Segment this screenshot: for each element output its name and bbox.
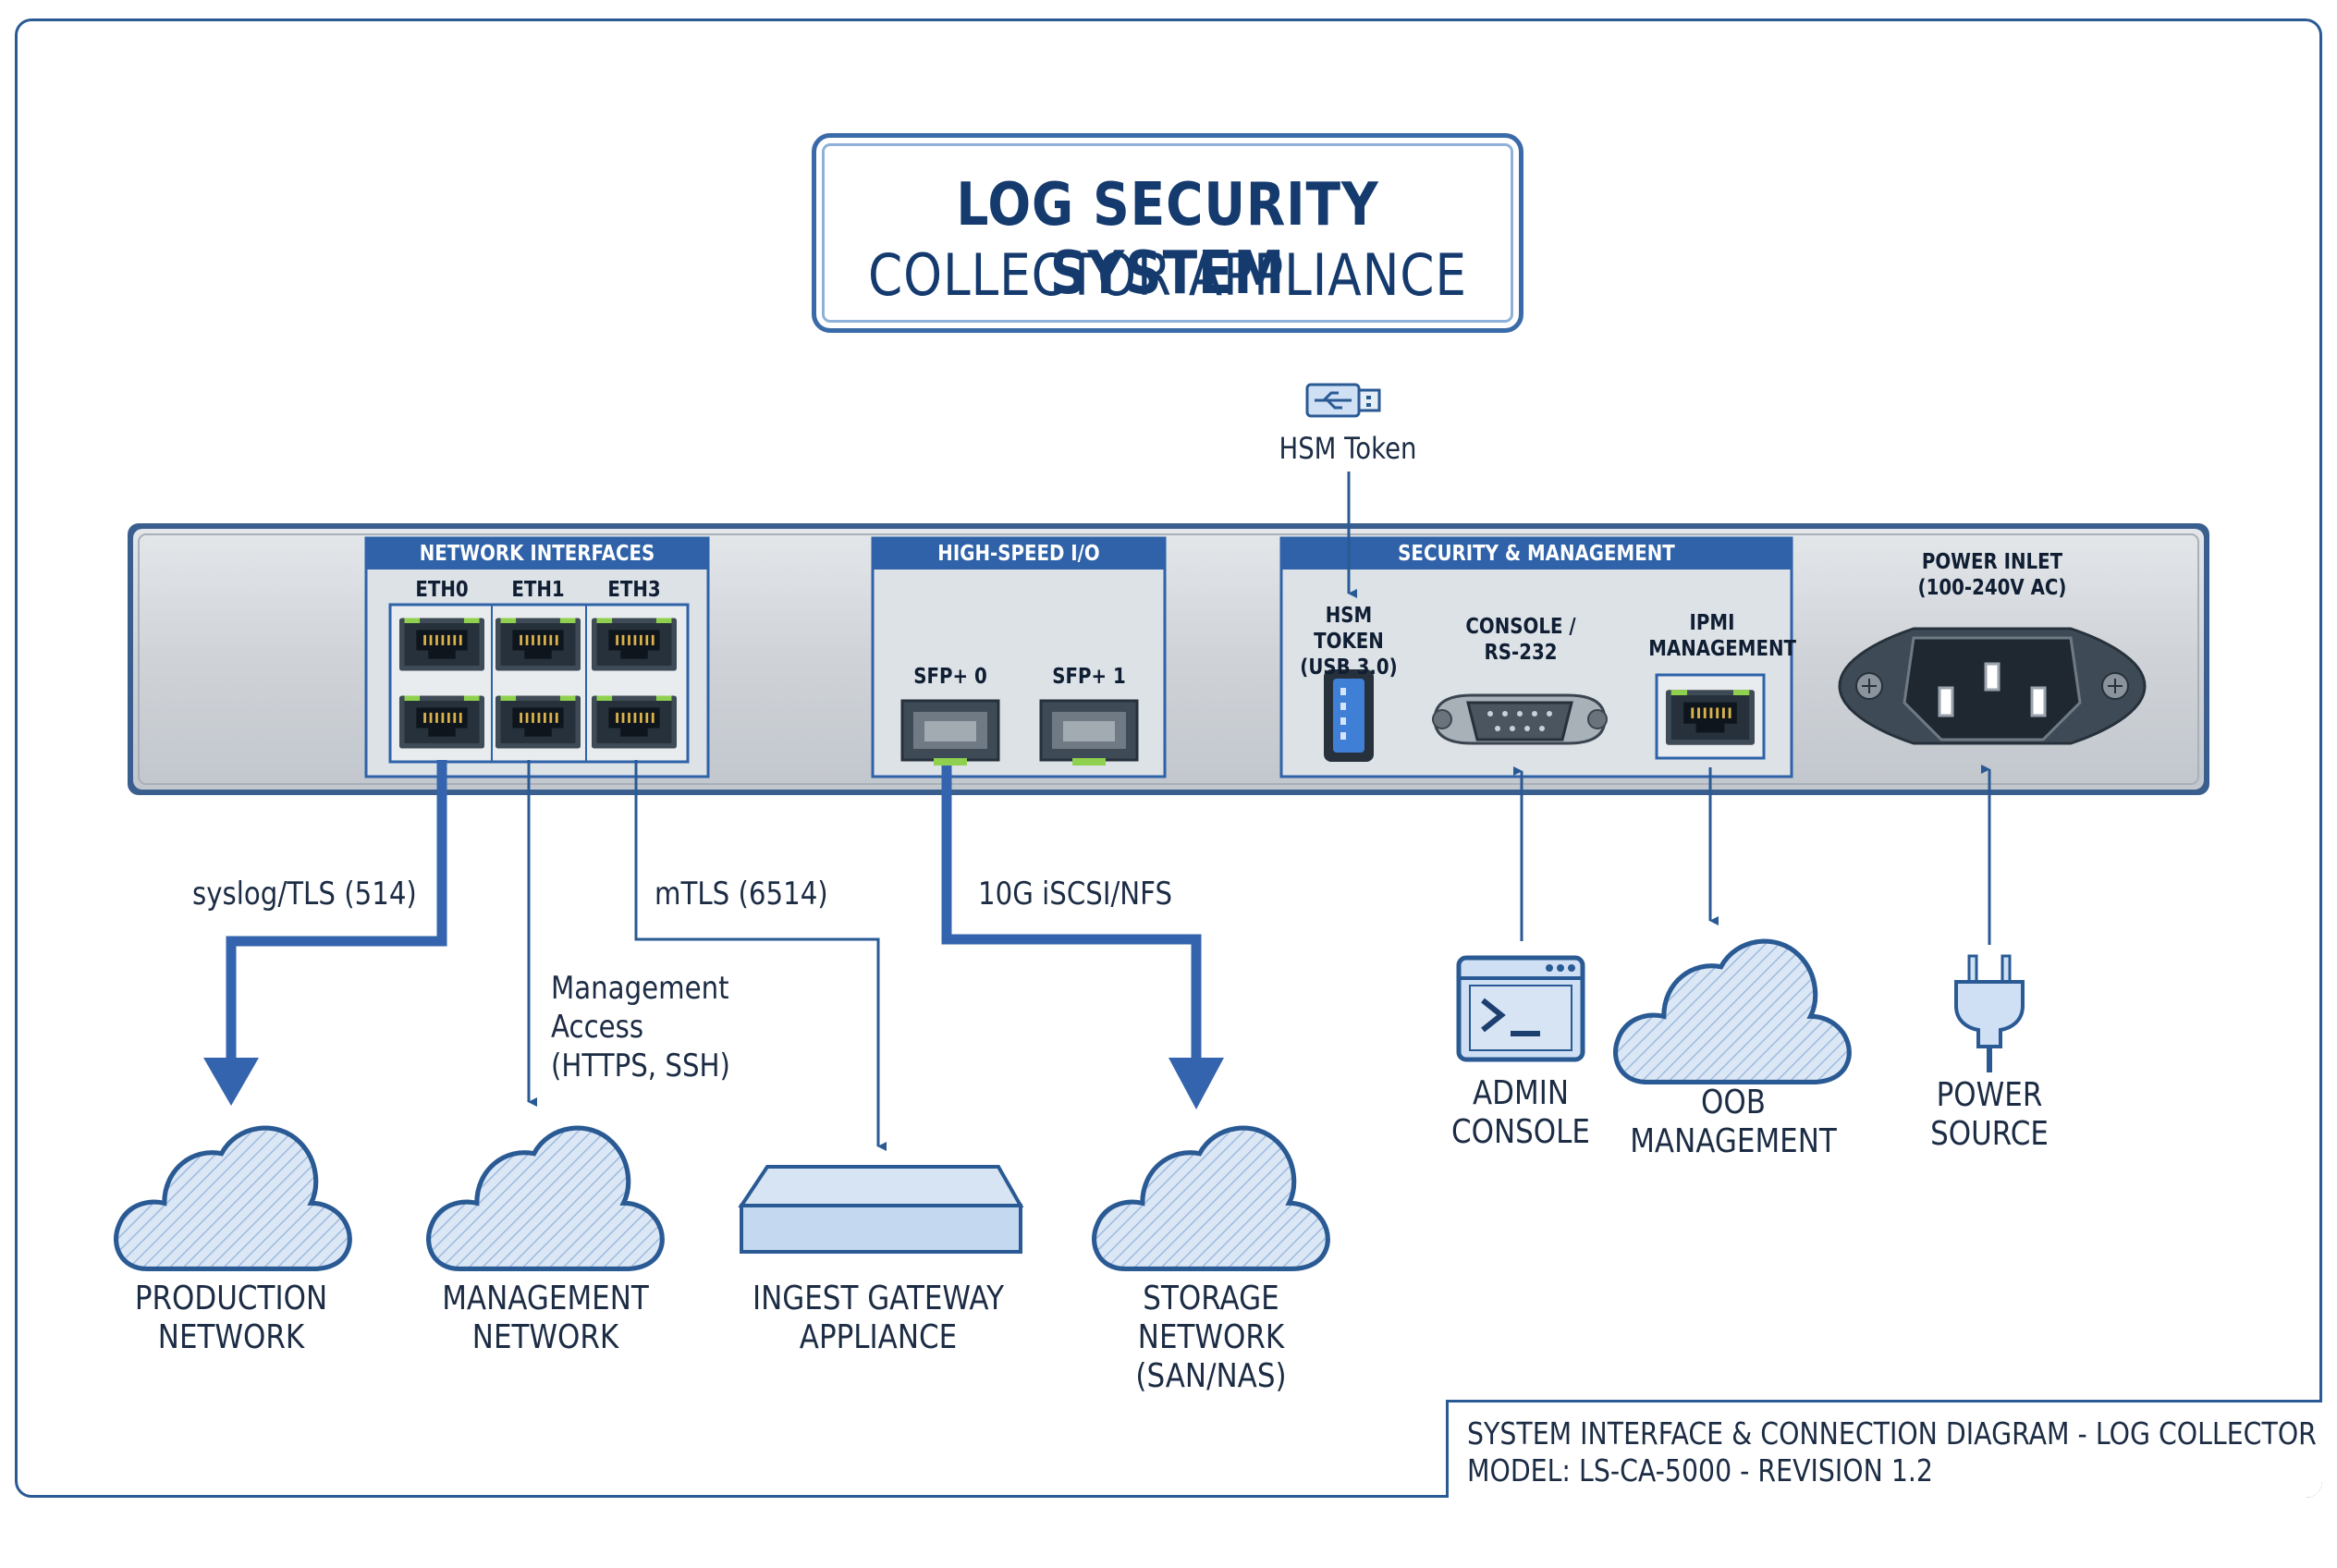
title-line2: COLLECTOR APPLIANCE bbox=[868, 241, 1467, 309]
syslog-arrowhead bbox=[203, 1058, 259, 1106]
power-inlet-label: POWER INLET (100-240V AC) bbox=[1917, 550, 2067, 600]
eth3-port-bottom[interactable] bbox=[592, 693, 677, 751]
storage-network-label: STORAGE NETWORK (SAN/NAS) bbox=[1135, 1280, 1287, 1395]
footer-diagram-title: SYSTEM INTERFACE & CONNECTION DIAGRAM - … bbox=[1467, 1415, 2317, 1452]
network-interfaces-group bbox=[364, 536, 710, 778]
eth0-label: ETH0 bbox=[415, 578, 469, 602]
connector-lines bbox=[203, 472, 1991, 1151]
sfp0-port[interactable] bbox=[900, 699, 1000, 766]
eth3-label: ETH3 bbox=[607, 578, 661, 602]
console-port-label: CONSOLE / RS-232 bbox=[1465, 615, 1576, 665]
high-speed-io-header: HIGH-SPEED I/O bbox=[937, 542, 1100, 566]
usb-drive-icon bbox=[1305, 383, 1381, 418]
power-source-label: POWER SOURCE bbox=[1930, 1076, 2049, 1153]
hsm-usb-port[interactable] bbox=[1324, 669, 1374, 762]
storage-arrowhead bbox=[1168, 1058, 1224, 1109]
power-inlet[interactable] bbox=[1838, 627, 2147, 745]
security-management-group bbox=[1279, 536, 1793, 778]
storage-network-cloud bbox=[1095, 1128, 1328, 1268]
management-link-label: Management Access (HTTPS, SSH) bbox=[551, 970, 730, 1084]
storage-connection-line bbox=[941, 766, 1202, 1065]
power-plug-icon bbox=[1954, 954, 2025, 1072]
syslog-link-label: syslog/TLS (514) bbox=[192, 876, 417, 913]
production-network-label: PRODUCTION NETWORK bbox=[134, 1280, 328, 1356]
sfp1-port[interactable] bbox=[1039, 699, 1139, 766]
serial-console-port[interactable] bbox=[1432, 693, 1608, 745]
hsm-token-label: HSM Token bbox=[1279, 431, 1417, 466]
admin-terminal-icon bbox=[1456, 955, 1585, 1062]
oob-management-cloud bbox=[1616, 941, 1850, 1082]
title-box: LOG SECURITY SYSTEM COLLECTOR APPLIANCE bbox=[812, 133, 1523, 333]
eth1-label: ETH1 bbox=[511, 578, 565, 602]
ingest-gateway-label: INGEST GATEWAY APPLIANCE bbox=[752, 1280, 1005, 1356]
ingest-gateway-appliance-icon bbox=[738, 1165, 1024, 1254]
mtls-connection-line bbox=[634, 760, 887, 1151]
oob-management-label: OOB MANAGEMENT bbox=[1630, 1084, 1837, 1160]
network-interfaces-header: NETWORK INTERFACES bbox=[419, 542, 655, 566]
storage-link-label: 10G iSCSI/NFS bbox=[978, 876, 1173, 913]
eth0-port-bottom[interactable] bbox=[399, 693, 484, 751]
eth3-port-top[interactable] bbox=[592, 616, 677, 673]
mtls-link-label: mTLS (6514) bbox=[655, 876, 828, 913]
eth1-port-top[interactable] bbox=[496, 616, 581, 673]
sfp1-label: SFP+ 1 bbox=[1052, 665, 1126, 689]
admin-console-label: ADMIN CONSOLE bbox=[1451, 1074, 1590, 1151]
ipmi-port-label: IPMI MANAGEMENT bbox=[1648, 611, 1797, 661]
security-management-header: SECURITY & MANAGEMENT bbox=[1398, 542, 1675, 566]
sfp0-label: SFP+ 0 bbox=[913, 665, 987, 689]
production-network-cloud bbox=[116, 1128, 350, 1268]
eth1-port-bottom[interactable] bbox=[496, 693, 581, 751]
footer-info-box: SYSTEM INTERFACE & CONNECTION DIAGRAM - … bbox=[1446, 1400, 2322, 1498]
management-network-cloud bbox=[429, 1128, 663, 1268]
ipmi-port[interactable] bbox=[1655, 673, 1766, 760]
high-speed-io-group bbox=[871, 536, 1167, 778]
syslog-connection-line bbox=[226, 760, 447, 1065]
hsm-token-port-label: HSM TOKEN (USB 3.0) bbox=[1300, 604, 1398, 680]
eth0-port-top[interactable] bbox=[399, 616, 484, 673]
management-network-label: MANAGEMENT NETWORK bbox=[442, 1280, 649, 1356]
title-line1: LOG SECURITY SYSTEM bbox=[956, 171, 1379, 308]
footer-model-revision: MODEL: LS-CA-5000 - REVISION 1.2 bbox=[1467, 1452, 1933, 1488]
